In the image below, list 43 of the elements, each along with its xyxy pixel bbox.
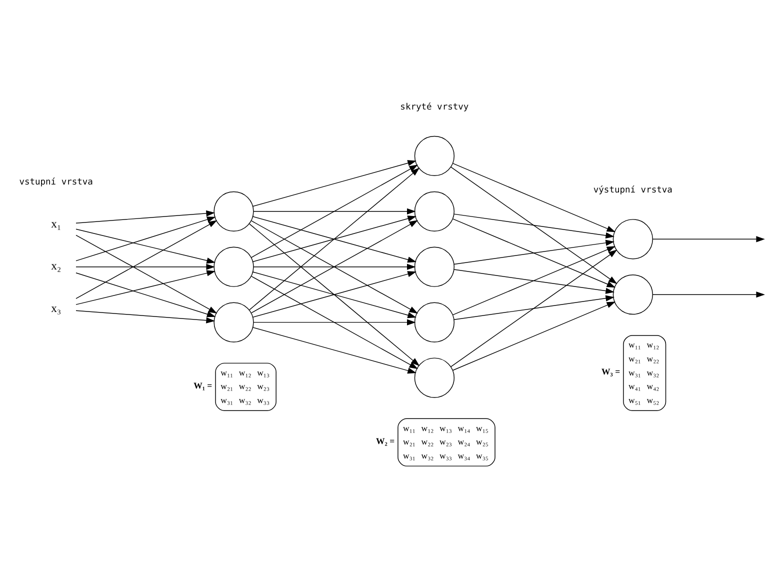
label: w₃₅	[476, 450, 488, 460]
node-text: x₃	[51, 301, 62, 314]
label: w₃₁	[220, 394, 234, 405]
label: w₃₄	[458, 450, 470, 460]
label: w₁₃	[440, 422, 452, 432]
label: w₄₂	[646, 380, 660, 391]
label: w₂₁	[403, 436, 416, 446]
label: w₃₃	[257, 394, 270, 405]
label: w₂₂	[421, 436, 434, 446]
label: w₂₁	[628, 352, 641, 363]
label: w₃₁	[403, 450, 416, 460]
label: w₁₁	[403, 422, 416, 432]
label: w₃₃	[440, 450, 452, 460]
label: w₁₃	[257, 366, 270, 377]
label: W₃ =	[602, 366, 620, 376]
node-text: x₁	[51, 216, 62, 230]
label: w₂₅	[476, 436, 488, 446]
label: w₁₂	[646, 339, 660, 350]
label: w₁₄	[458, 422, 470, 432]
label: skryté vrstvy	[400, 102, 469, 112]
label: w₁₁	[220, 366, 234, 377]
label: vstupní vrstva	[19, 176, 93, 187]
label: W₁ =	[194, 380, 212, 390]
label: w₅₁	[628, 394, 641, 405]
label: w₂₃	[257, 380, 270, 391]
label: w₁₅	[476, 422, 488, 432]
label: w₅₂	[646, 394, 660, 405]
label: w₁₂	[421, 422, 434, 432]
label: w₃₂	[238, 394, 252, 405]
label: výstupní vrstva	[593, 185, 672, 195]
label: w₂₁	[220, 380, 234, 391]
node-text: x₂	[51, 259, 62, 272]
label: w₂₂	[238, 380, 252, 391]
label: W₂ =	[376, 435, 395, 446]
label: w₃₂	[646, 366, 660, 377]
label: w₂₂	[646, 352, 660, 363]
label: w₂₃	[440, 436, 452, 446]
label: w₁₂	[238, 366, 252, 377]
label: w₂₄	[458, 436, 470, 446]
label: w₃₂	[421, 450, 434, 460]
label: w₁₁	[628, 339, 641, 350]
label: w₃₁	[628, 366, 641, 377]
label: w₄₁	[628, 380, 641, 391]
